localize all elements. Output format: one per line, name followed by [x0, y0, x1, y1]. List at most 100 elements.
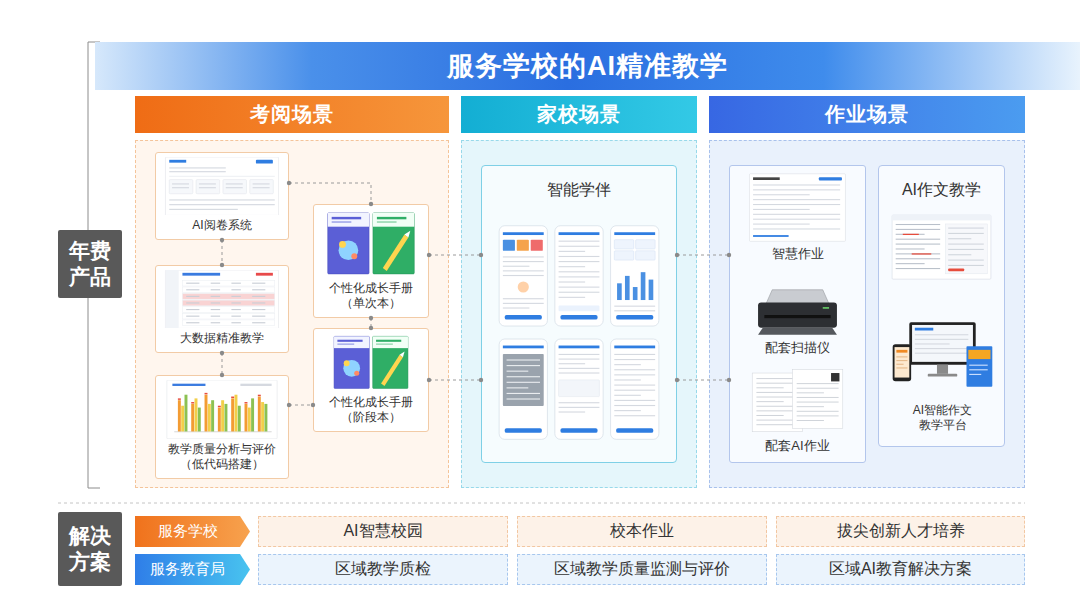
illustration-part	[559, 240, 600, 241]
illustration-part	[559, 402, 600, 403]
product-caption: 配套扫描仪	[765, 340, 830, 357]
illustration-part	[252, 322, 265, 323]
illustration-part	[614, 374, 655, 375]
product-card: AI智能作文 教学平台	[885, 307, 1000, 439]
phones-group	[499, 226, 659, 440]
illustration-part	[614, 395, 641, 396]
illustration-part	[354, 371, 359, 376]
illustration-part	[896, 234, 925, 235]
illustration-part	[559, 363, 586, 364]
illustration-part	[344, 360, 350, 366]
illustration-part	[948, 233, 984, 234]
solution-cell: 区域教学质检	[258, 554, 508, 585]
illustration-part	[831, 373, 839, 381]
illustration-part	[264, 404, 267, 432]
books-illustration	[318, 209, 424, 278]
illustration-part	[559, 372, 600, 373]
illustration-part	[559, 281, 586, 282]
illustration-part	[559, 261, 600, 262]
illustration-part	[614, 251, 634, 260]
illustration-part	[191, 404, 194, 432]
illustration-part	[328, 213, 369, 274]
illustration-part	[211, 289, 220, 290]
illustration-part	[614, 359, 655, 360]
illustration-part	[231, 302, 240, 303]
illustration-part	[377, 217, 406, 219]
illustration-part	[226, 183, 243, 184]
illustration-part	[182, 320, 274, 326]
illustration-part	[256, 273, 273, 276]
illustration-part	[231, 316, 240, 317]
illustration-part	[205, 395, 208, 432]
essay-group	[892, 215, 991, 279]
illustration-part	[252, 302, 265, 303]
scanner-group	[758, 290, 837, 335]
illustration-part	[404, 231, 410, 238]
solution-text: 区域教学质量监测与评价	[554, 559, 730, 580]
illustration-part	[968, 350, 990, 359]
connector-dot	[369, 326, 373, 330]
illustration-part	[896, 360, 907, 361]
illustration-area	[889, 311, 996, 400]
illustration-part	[797, 415, 839, 416]
illustration-part	[218, 406, 221, 407]
illustration-part	[499, 226, 547, 326]
illustration-part	[238, 406, 241, 432]
illustration-part	[211, 400, 214, 431]
solution-text: 拔尖创新人才培养	[837, 521, 965, 542]
separator-line	[58, 503, 1025, 504]
illustration-part	[893, 344, 911, 381]
product-card: AI阅卷系统	[155, 152, 289, 240]
illustration-part	[507, 370, 529, 371]
screen-illustration	[160, 157, 284, 215]
table-group	[165, 270, 278, 328]
illustration-part	[559, 271, 600, 272]
illustration-part	[503, 256, 544, 257]
books-group	[328, 213, 415, 274]
illustration-part	[915, 334, 969, 335]
illustration-part	[503, 265, 530, 266]
illustration-part	[896, 263, 925, 264]
product-card: 个性化成长手册 （单次本）	[313, 204, 429, 318]
product-caption: 个性化成长手册 （单次本）	[325, 281, 416, 312]
illustration-part	[507, 393, 540, 394]
illustration-part	[186, 322, 199, 323]
illustration-part	[756, 397, 798, 398]
panel-header: 作业场景	[709, 96, 1025, 133]
product-caption: 智慧作业	[772, 246, 824, 263]
connector-dot	[220, 238, 224, 242]
illustration-part	[611, 339, 659, 439]
paper-group	[752, 370, 843, 432]
illustration-part	[753, 194, 810, 195]
illustration-part	[186, 302, 199, 303]
illustration-part	[248, 408, 251, 432]
illustration-part	[896, 367, 907, 368]
illustration-part	[559, 354, 600, 355]
illustration-part	[559, 358, 600, 359]
illustration-part	[948, 259, 984, 260]
illustration-part	[797, 411, 839, 412]
illustration-part	[231, 322, 240, 323]
illustration-part	[614, 364, 641, 365]
illustration-part	[211, 302, 220, 303]
bars-group	[167, 380, 277, 439]
illustration-part	[750, 174, 846, 242]
bars-illustration	[160, 380, 284, 439]
illustration-part	[915, 328, 933, 331]
illustration-part	[896, 224, 940, 225]
product-card: 教学质量分析与评价 （低代码搭建）	[155, 375, 289, 479]
illustration-part	[614, 369, 655, 370]
panel-title: 作业场景	[825, 101, 909, 128]
illustration-part	[165, 157, 278, 215]
illustration-part	[334, 336, 369, 388]
illustration-part	[199, 187, 216, 188]
product-caption: 个性化成长手册 （阶段本）	[325, 395, 416, 426]
illustration-part	[617, 283, 622, 300]
illustration-part	[766, 290, 829, 304]
illustration-part	[756, 415, 783, 416]
illustration-part	[351, 253, 357, 259]
illustration-part	[373, 336, 408, 348]
illustration-part	[559, 232, 600, 235]
connector-dot	[427, 378, 431, 382]
product-card: 个性化成长手册 （阶段本）	[313, 328, 429, 432]
